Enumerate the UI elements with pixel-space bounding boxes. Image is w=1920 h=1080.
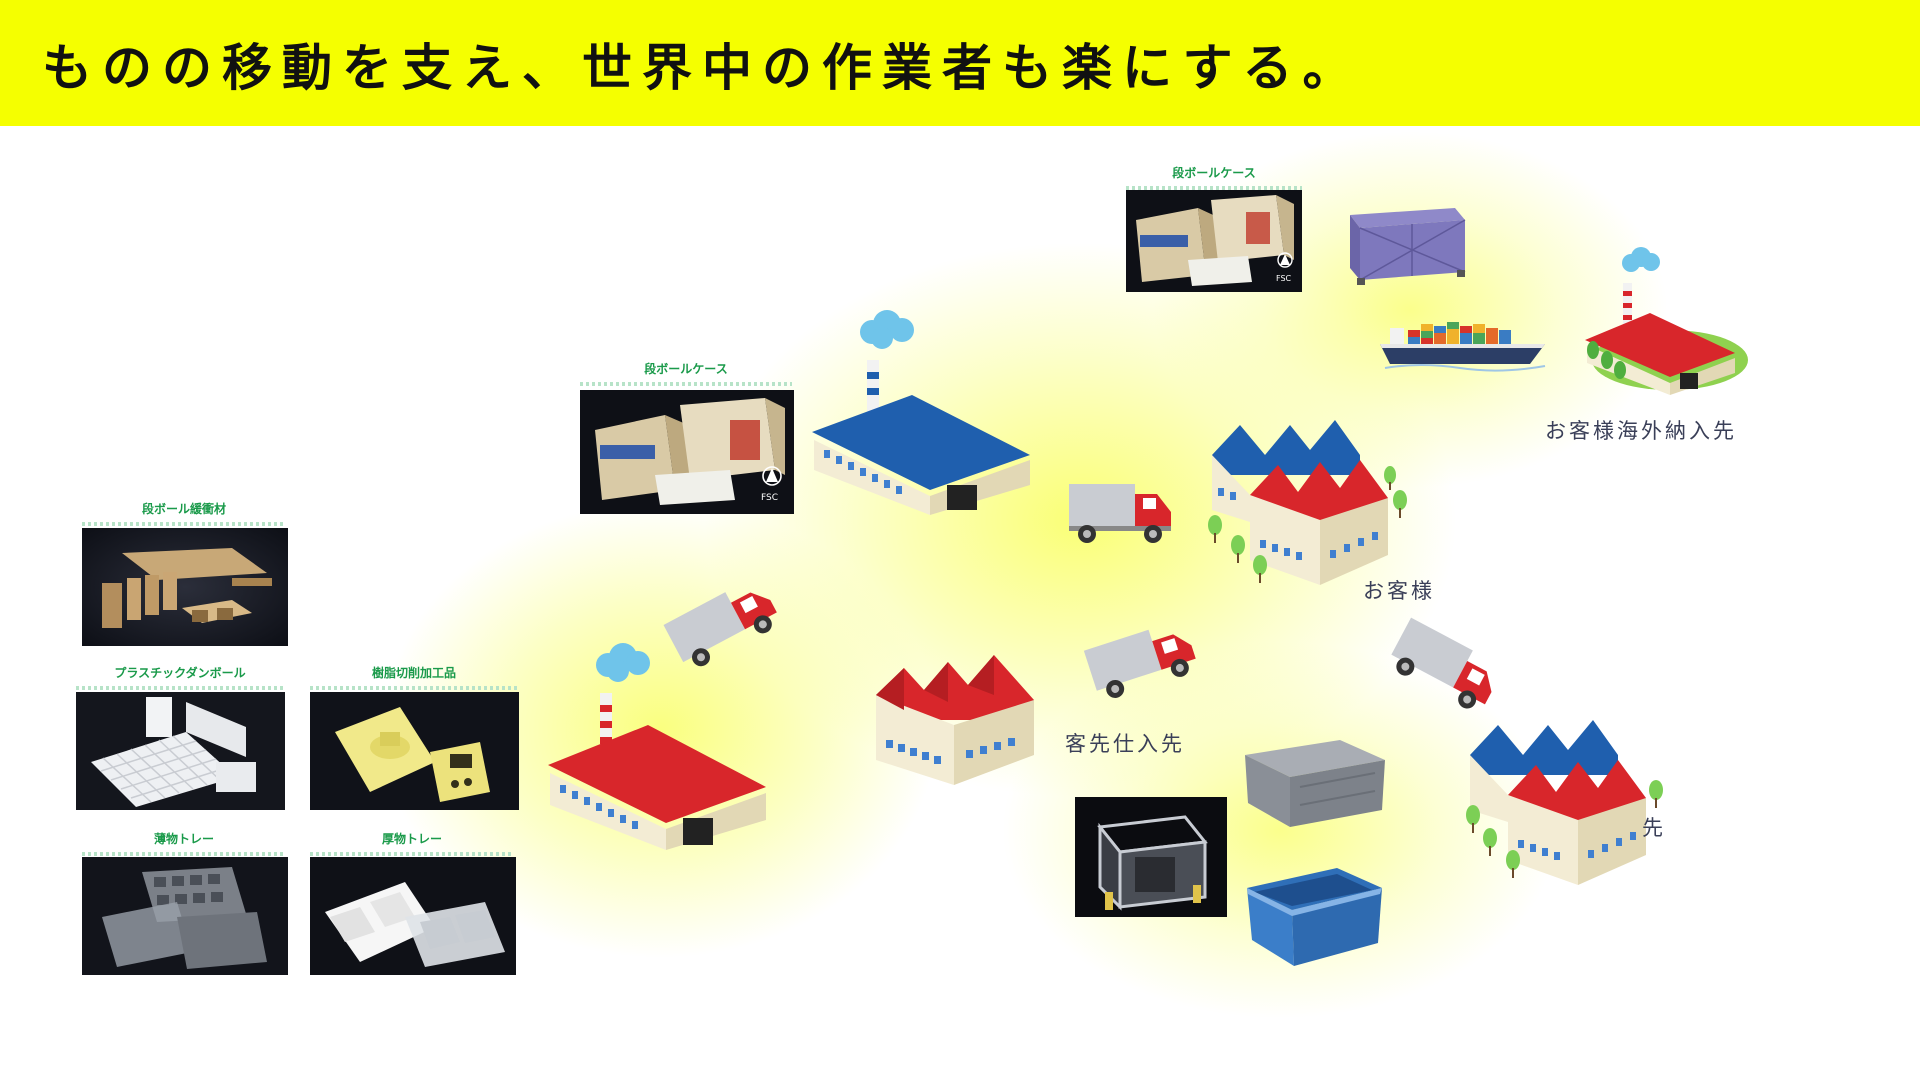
header-banner: ものの移動を支え、世界中の作業者も楽にする。 bbox=[0, 0, 1920, 126]
photo-thick-tray bbox=[310, 857, 516, 975]
caption-plastic-cardboard: プラスチックダンボール bbox=[76, 664, 284, 690]
factory-red-roof bbox=[548, 643, 773, 860]
caption-case-top: 段ボールケース bbox=[1126, 164, 1302, 190]
photo-machine-frame bbox=[1075, 797, 1227, 917]
caption-thick-tray: 厚物トレー bbox=[310, 830, 514, 856]
fsc-label: FSC bbox=[761, 493, 778, 503]
photo-plastic-cardboard bbox=[76, 692, 285, 810]
delivery-factory-complex bbox=[1466, 710, 1673, 885]
photo-cardboard-cushion bbox=[82, 528, 288, 646]
photo-thin-tray bbox=[82, 857, 288, 975]
truck-icon-4 bbox=[1391, 617, 1492, 709]
caption-cushion: 段ボール緩衝材 bbox=[82, 500, 286, 526]
label-supplier: 客先仕入先 bbox=[1065, 732, 1185, 756]
page-title: ものの移動を支え、世界中の作業者も楽にする。 bbox=[42, 39, 1363, 97]
label-customer: お客様 bbox=[1363, 579, 1435, 603]
cloud-icon bbox=[860, 310, 914, 349]
sawtooth-factory-red bbox=[876, 640, 1036, 785]
truck-tilted-up bbox=[660, 565, 785, 675]
fsc-tree-icon bbox=[762, 466, 782, 486]
fsc-tree-icon-top bbox=[1277, 252, 1293, 268]
photo-cardboard-case-top: FSC bbox=[1126, 190, 1302, 292]
cargo-ship bbox=[1380, 316, 1550, 372]
factory-blue-roof bbox=[812, 300, 1037, 515]
overseas-factory bbox=[1575, 245, 1750, 395]
caption-thin-tray: 薄物トレー bbox=[82, 830, 286, 856]
label-delivery-partial: 先 bbox=[1642, 816, 1666, 840]
truck-icon-1 bbox=[663, 592, 777, 667]
cloud-icon-overseas bbox=[1622, 247, 1660, 272]
gray-plastic-crate bbox=[1240, 735, 1390, 830]
photo-cardboard-case-mid: FSC bbox=[580, 390, 794, 514]
truck-tilted-down bbox=[1385, 608, 1510, 723]
folding-container bbox=[1345, 200, 1470, 285]
truck-icon-3 bbox=[1083, 629, 1196, 698]
cloud-icon-red bbox=[596, 643, 650, 682]
tree-icon-overseas bbox=[1587, 341, 1626, 379]
tree-icon-delivery bbox=[1466, 780, 1663, 878]
truck-icon-2 bbox=[1069, 484, 1171, 543]
photo-resin-cut bbox=[310, 692, 519, 810]
label-overseas-customer: お客様海外納入先 bbox=[1545, 419, 1737, 443]
blue-plastic-box bbox=[1242, 858, 1387, 968]
truck-flat bbox=[1065, 478, 1180, 548]
caption-case-mid: 段ボールケース bbox=[580, 360, 792, 386]
truck-tilted-mid bbox=[1080, 605, 1205, 705]
customer-factory-complex bbox=[1208, 410, 1415, 585]
tree-icon bbox=[1208, 466, 1407, 583]
caption-resin-cut: 樹脂切削加工品 bbox=[310, 664, 518, 690]
fsc-label-top: FSC bbox=[1276, 274, 1292, 283]
